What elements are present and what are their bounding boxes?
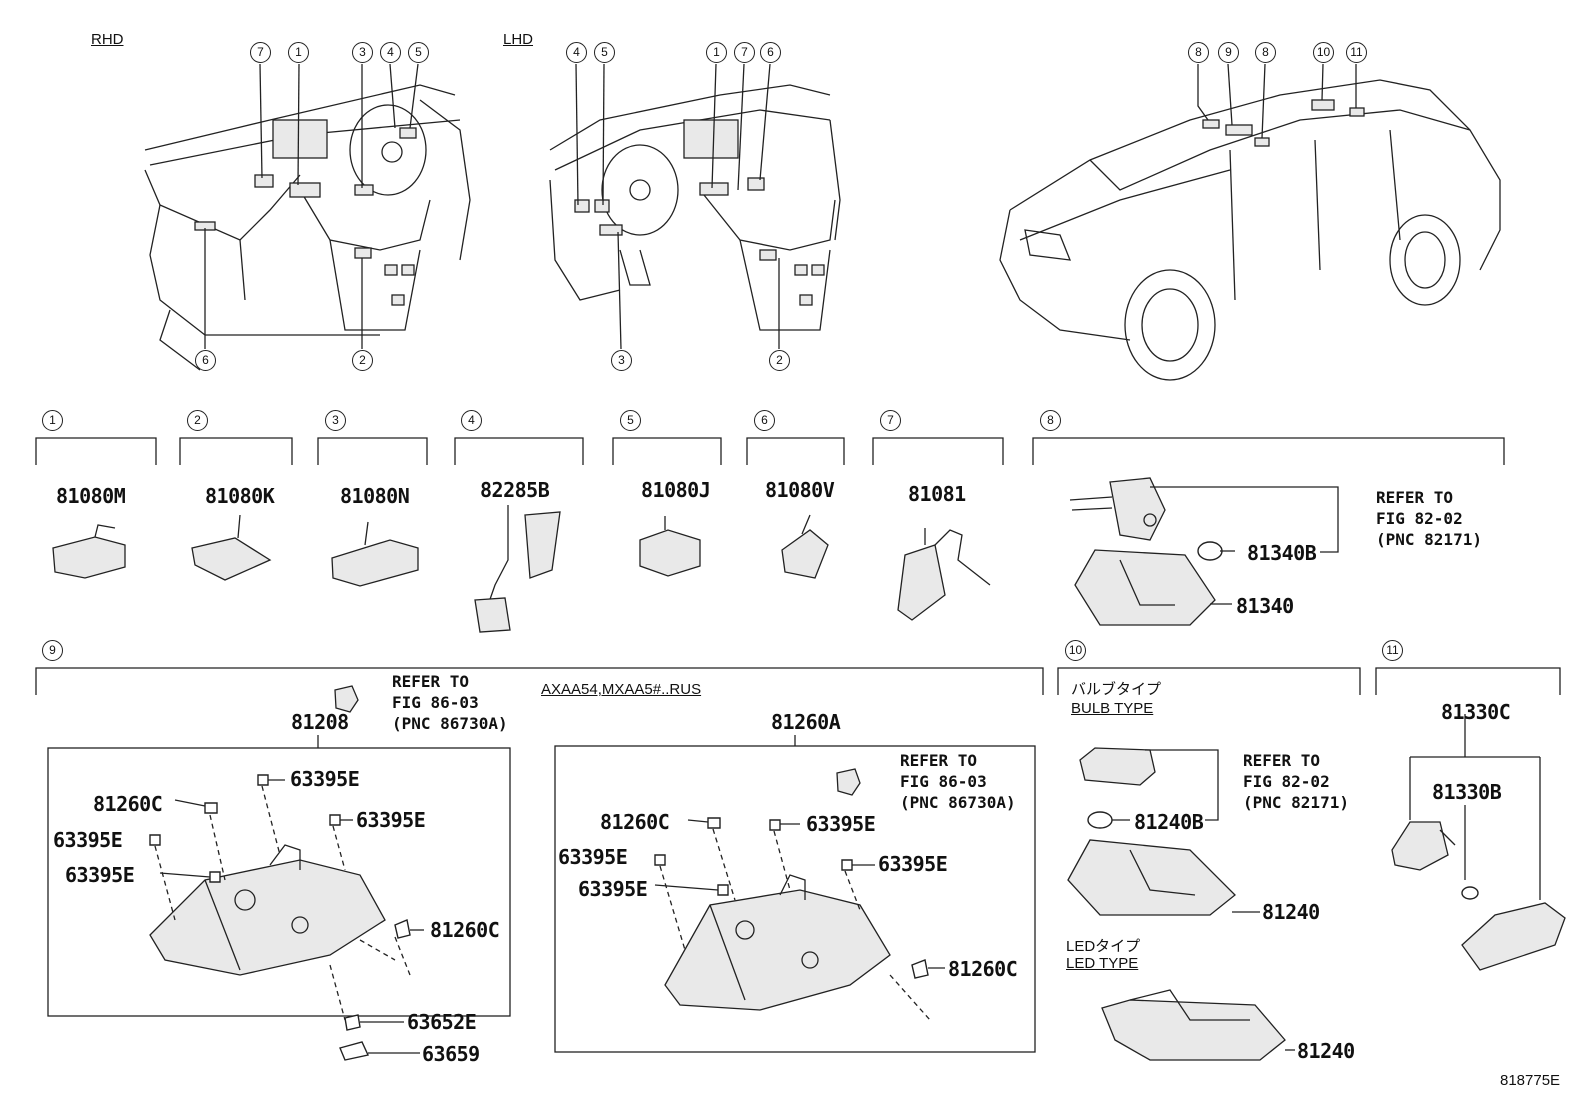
section-brackets: [35, 437, 1561, 1053]
part-number: 63395E: [65, 863, 135, 887]
section9-left-drawings: [149, 685, 424, 1061]
part-number: 81260C: [430, 918, 500, 942]
part-number: 81080V: [765, 478, 835, 502]
lhd-callout: 2: [769, 350, 790, 371]
part-number: 63395E: [806, 812, 876, 836]
lhd-callout: 4: [566, 42, 587, 63]
section-number: 1: [42, 410, 63, 431]
refer-note: REFER TO FIG 86-03 (PNC 86730A): [900, 751, 1016, 812]
part-number: 81081: [908, 482, 966, 506]
refer-note: REFER TO FIG 82-02 (PNC 82171): [1376, 488, 1482, 549]
section9-right-drawings: [654, 735, 945, 1021]
part-number: 81080N: [340, 484, 410, 508]
bulb-type-jp: バルブタイプ: [1071, 681, 1162, 698]
part-number: 81208: [291, 710, 349, 734]
variant-note: AXAA54,MXAA5#..RUS: [541, 681, 702, 698]
part-number: 63652E: [407, 1010, 477, 1034]
rhd-callout: 5: [408, 42, 429, 63]
rhd-callout: 6: [195, 350, 216, 371]
section-number: 5: [620, 410, 641, 431]
part-number: 63395E: [878, 852, 948, 876]
refer-note: REFER TO FIG 86-03 (PNC 86730A): [392, 672, 508, 733]
part-number: 63395E: [356, 808, 426, 832]
exterior-callout: 8: [1255, 42, 1276, 63]
lhd-callout: 7: [734, 42, 755, 63]
rhd-callout: 1: [288, 42, 309, 63]
rhd-dashboard-illustration: [144, 84, 471, 371]
lhd-dashboard-illustration: [549, 84, 841, 331]
section10-drawings: [1067, 747, 1295, 1061]
rhd-callout: 7: [250, 42, 271, 63]
part-number: 81240: [1297, 1039, 1355, 1063]
part-number: 63659: [422, 1042, 480, 1066]
part-number: 63395E: [53, 828, 123, 852]
part-number: 81330C: [1441, 700, 1511, 724]
vehicle-exterior-illustration: [999, 79, 1501, 381]
exterior-callout: 8: [1188, 42, 1209, 63]
part-number: 81080M: [56, 484, 126, 508]
part-number: 81240B: [1134, 810, 1204, 834]
rhd-leaders: [204, 63, 419, 349]
part-number: 63395E: [558, 845, 628, 869]
section11-drawings: [1391, 714, 1566, 971]
bulb-type-label: BULB TYPE: [1071, 700, 1154, 717]
section-number: 11: [1382, 640, 1403, 661]
part-number: 81340: [1236, 594, 1294, 618]
rhd-label: RHD: [91, 31, 124, 48]
part-number: 81260A: [771, 710, 841, 734]
section-number: 9: [42, 640, 63, 661]
section-number: 8: [1040, 410, 1061, 431]
part-number: 81240: [1262, 900, 1320, 924]
section-number: 6: [754, 410, 775, 431]
section-number: 2: [187, 410, 208, 431]
exterior-callout: 10: [1313, 42, 1334, 63]
led-type-label: LED TYPE: [1066, 955, 1139, 972]
part-number: 81330B: [1432, 780, 1502, 804]
part-number: 63395E: [290, 767, 360, 791]
part-number: 81260C: [600, 810, 670, 834]
lhd-callout: 6: [760, 42, 781, 63]
rhd-callout: 4: [380, 42, 401, 63]
rhd-callout: 3: [352, 42, 373, 63]
section-number: 4: [461, 410, 482, 431]
part-number: 63395E: [578, 877, 648, 901]
section-number: 10: [1065, 640, 1086, 661]
part-drawings-row1: [52, 505, 991, 633]
part-number: 81260C: [93, 792, 163, 816]
part-number: 81340B: [1247, 541, 1317, 565]
section8-drawings: [1069, 477, 1339, 626]
lhd-callout: 3: [611, 350, 632, 371]
lhd-callout: 1: [706, 42, 727, 63]
section-number: 7: [880, 410, 901, 431]
lhd-leaders: [575, 63, 780, 350]
part-number: 81080J: [641, 478, 711, 502]
exterior-callout: 9: [1218, 42, 1239, 63]
part-number: 81080K: [205, 484, 275, 508]
section-number: 3: [325, 410, 346, 431]
rhd-callout: 2: [352, 350, 373, 371]
exterior-callout: 11: [1346, 42, 1367, 63]
led-type-jp: LEDタイプ: [1066, 938, 1141, 955]
exterior-leaders: [1197, 63, 1357, 139]
lhd-callout: 5: [594, 42, 615, 63]
part-number: 82285B: [480, 478, 550, 502]
refer-note: REFER TO FIG 82-02 (PNC 82171): [1243, 751, 1349, 812]
figure-id: 818775E: [1500, 1072, 1561, 1089]
part-number: 81260C: [948, 957, 1018, 981]
lhd-label: LHD: [503, 31, 534, 48]
